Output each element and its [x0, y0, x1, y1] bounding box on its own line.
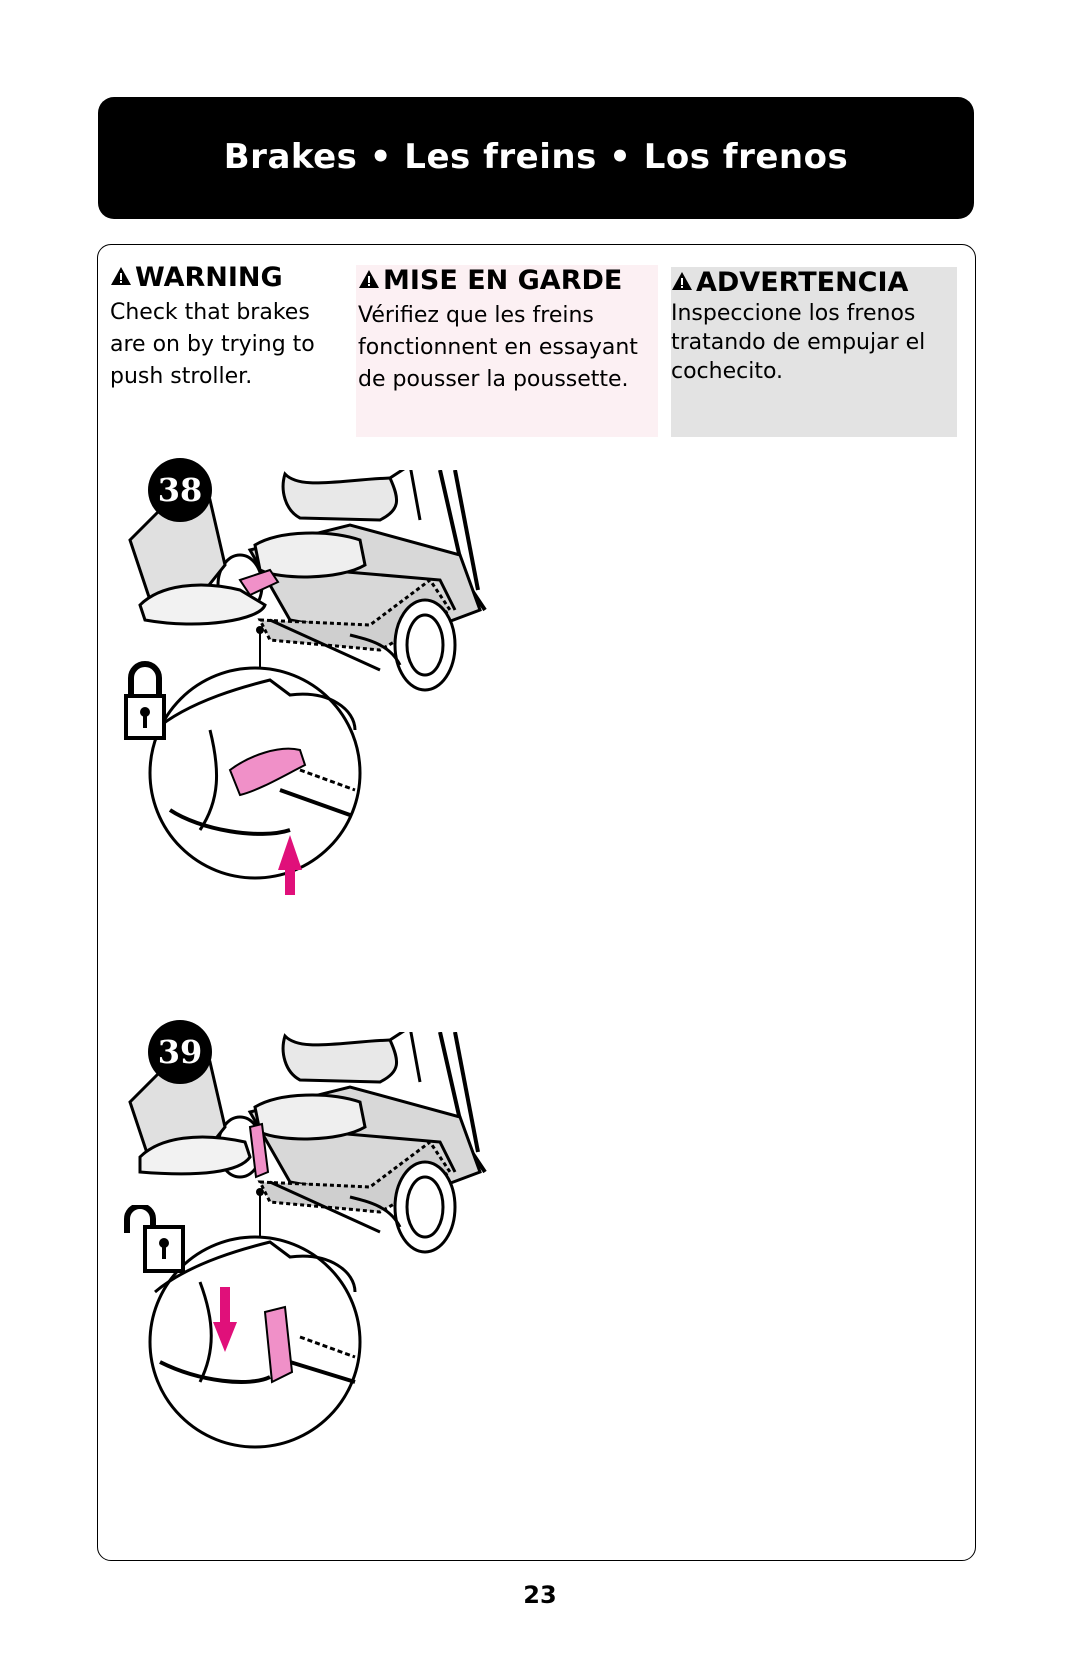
warning-fr-heading: MISE EN GARDE — [358, 265, 658, 297]
warning-en-body: Check that brakes are on by trying to pu… — [110, 300, 315, 389]
warning-es-body: Inspeccione los frenos tratando de empuj… — [671, 301, 926, 384]
warning-icon — [359, 270, 379, 288]
brake-engage-illustration — [128, 470, 487, 895]
brake-release-illustration — [128, 1032, 487, 1449]
page-number: 23 — [523, 1581, 557, 1609]
warning-en: WARNING Check that brakes are on by tryi… — [110, 262, 345, 393]
instruction-panel — [97, 244, 976, 1561]
warning-es: ADVERTENCIA Inspeccione los frenos trata… — [671, 267, 957, 437]
step-number-badge: 38 — [148, 458, 212, 522]
warning-en-heading: WARNING — [110, 262, 345, 294]
warning-fr-heading-text: MISE EN GARDE — [383, 265, 623, 296]
title-bar: Brakes • Les freins • Los frenos — [98, 97, 974, 219]
step-number-badge: 39 — [148, 1020, 212, 1084]
page-title: Brakes • Les freins • Los frenos — [223, 137, 849, 177]
warning-icon — [672, 272, 692, 290]
warning-en-heading-text: WARNING — [135, 262, 283, 293]
lock-open-icon — [124, 1205, 185, 1273]
warning-icon — [111, 267, 131, 285]
warning-fr-body: Vérifiez que les freins fonctionnent en … — [358, 303, 638, 392]
warning-es-heading: ADVERTENCIA — [671, 267, 957, 299]
warning-fr: MISE EN GARDE Vérifiez que les freins fo… — [356, 265, 658, 437]
warning-es-heading-text: ADVERTENCIA — [696, 267, 909, 298]
lock-closed-icon — [124, 661, 166, 740]
